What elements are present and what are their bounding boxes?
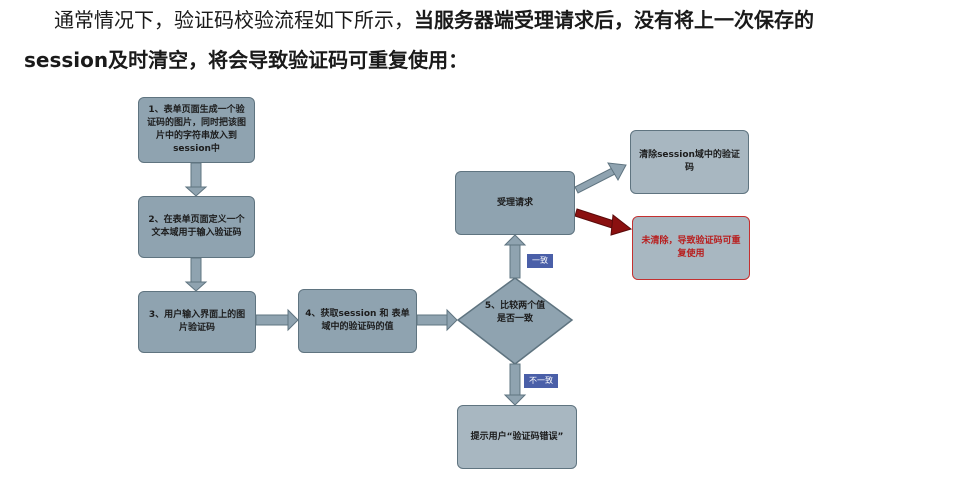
arrow-accept-to-clear bbox=[574, 162, 627, 194]
intro-line-1: 通常情况下，验证码校验流程如下所示，当服务器端受理请求后，没有将上一次保存的 bbox=[24, 0, 959, 40]
step3-box: 3、用户输入界面上的图片验证码 bbox=[138, 291, 256, 353]
intro-paragraph: 通常情况下，验证码校验流程如下所示，当服务器端受理请求后，没有将上一次保存的 s… bbox=[24, 0, 959, 80]
arrow-step1-to-step2 bbox=[184, 162, 208, 197]
intro-line-2: session及时清空，将会导致验证码可重复使用： bbox=[24, 40, 959, 80]
arrow-step4-to-decision bbox=[416, 308, 458, 332]
step3-text: 3、用户输入界面上的图片验证码 bbox=[148, 310, 246, 333]
clear-session-text: 清除session域中的验证码 bbox=[639, 150, 740, 173]
step2-box: 2、在表单页面定义一个文本域用于输入验证码 bbox=[138, 196, 255, 258]
arrow-decision-to-accept bbox=[503, 234, 527, 279]
intro-bold-text-2: session及时清空，将会导致验证码可重复使用： bbox=[24, 48, 469, 72]
intro-normal-text: 通常情况下，验证码校验流程如下所示， bbox=[54, 8, 414, 32]
arrow-decision-to-error bbox=[503, 363, 527, 406]
yes-label: 一致 bbox=[527, 254, 553, 268]
step1-box: 1、表单页面生成一个验证码的图片，同时把该图片中的字符串放入到session中 bbox=[138, 97, 255, 163]
not-cleared-box: 未清除，导致验证码可重复使用 bbox=[632, 216, 750, 280]
error-prompt-box: 提示用户“验证码错误” bbox=[457, 405, 577, 469]
intro-bold-text-1: 当服务器端受理请求后，没有将上一次保存的 bbox=[414, 8, 814, 32]
arrow-step2-to-step3 bbox=[184, 257, 208, 292]
accept-request-box: 受理请求 bbox=[455, 171, 575, 235]
step4-text: 4、获取session 和 表单域中的验证码的值 bbox=[305, 309, 410, 332]
step4-box: 4、获取session 和 表单域中的验证码的值 bbox=[298, 289, 417, 353]
accept-request-text: 受理请求 bbox=[496, 197, 533, 208]
error-prompt-text: 提示用户“验证码错误” bbox=[470, 431, 564, 442]
arrow-step3-to-step4 bbox=[255, 308, 299, 332]
step5-text: 5、比较两个值是否一致 bbox=[484, 301, 546, 324]
clear-session-box: 清除session域中的验证码 bbox=[630, 130, 749, 194]
decision-text: 5、比较两个值是否一致 bbox=[482, 300, 548, 326]
not-cleared-text: 未清除，导致验证码可重复使用 bbox=[641, 236, 741, 259]
step2-text: 2、在表单页面定义一个文本域用于输入验证码 bbox=[148, 215, 245, 238]
no-label: 不一致 bbox=[524, 374, 558, 388]
step1-text: 1、表单页面生成一个验证码的图片，同时把该图片中的字符串放入到session中 bbox=[146, 105, 246, 154]
arrow-accept-to-not-clear bbox=[574, 208, 633, 236]
